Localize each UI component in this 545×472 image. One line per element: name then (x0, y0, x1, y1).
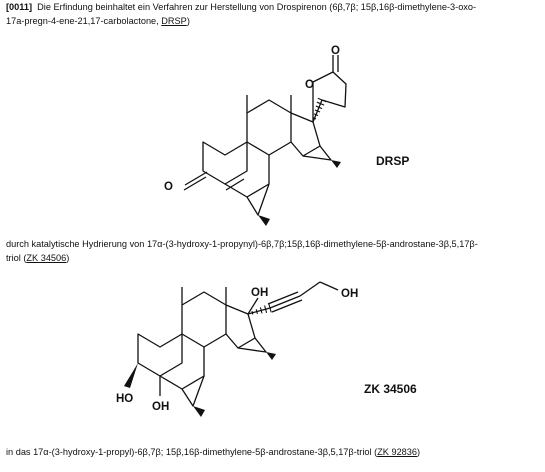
ho-3-label: HO (116, 393, 133, 405)
paragraph-number: [0011] (6, 2, 33, 12)
paragraph-text: durch katalytische Hydrierung von 17α-(3… (6, 239, 478, 249)
carbonyl-oxygen-label: O (331, 45, 340, 57)
oh-17-label: OH (251, 287, 268, 299)
structure-drsp: O O O DRSP (164, 45, 409, 226)
paragraph-product: in das 17α-(3-hydroxy-1-propyl)-6β,7β; 1… (6, 447, 421, 457)
oh-terminal-label: OH (341, 288, 358, 300)
structure-label-drsp: DRSP (376, 154, 409, 168)
ketone-oxygen-label: O (164, 181, 173, 193)
paragraph-text: Die Erfindung beinhaltet ein Verfahren z… (37, 2, 477, 12)
paragraph-text: triol ( (6, 252, 27, 263)
paragraph-hydrogenation: durch katalytische Hydrierung von 17α-(3… (6, 239, 478, 263)
paragraph-text: 17a-pregn-4-ene-21,17-carbolactone, (6, 15, 162, 26)
structure-label-zk-34506: ZK 34506 (364, 382, 417, 396)
hashed-bond (312, 97, 327, 120)
compound-code-zk-34506: ZK 34506 (26, 252, 67, 263)
oh-5-label: OH (152, 401, 169, 413)
structure-zk-34506: OH OH HO OH ZK 34506 (116, 281, 417, 417)
compound-code-drsp: DRSP (161, 15, 187, 26)
paragraph-0011: [0011] Die Erfindung beinhaltet ein Verf… (6, 2, 477, 26)
paragraph-text: in das 17α-(3-hydroxy-1-propyl)-6β,7β; 1… (6, 447, 378, 457)
ring-oxygen-label: O (305, 79, 314, 91)
compound-code-zk-92836: ZK 92836 (377, 447, 418, 457)
hashed-bond (251, 303, 272, 315)
